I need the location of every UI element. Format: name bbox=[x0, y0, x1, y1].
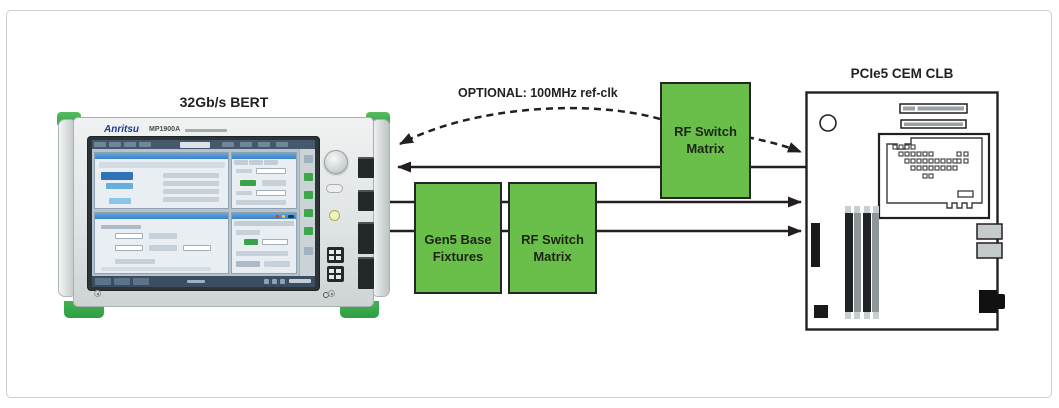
usb-port-2 bbox=[327, 266, 344, 282]
side-io-module bbox=[358, 190, 374, 211]
screen-panel-bottom-right bbox=[231, 212, 297, 274]
refclk-label: OPTIONAL: 100MHz ref-clk bbox=[458, 86, 618, 100]
screen-toolbar bbox=[92, 140, 315, 149]
io-ports-gray bbox=[976, 223, 1003, 259]
refclk-dashed-arrow-to-bert bbox=[399, 106, 661, 146]
model-subtitle-bar bbox=[185, 129, 227, 132]
brand-logo: Anritsu bbox=[104, 124, 139, 135]
pcie-board-drawing bbox=[805, 91, 1005, 331]
dimm-slot-group bbox=[845, 206, 879, 319]
screen-panel-bottom-left bbox=[94, 212, 229, 274]
mounting-hole bbox=[819, 114, 837, 132]
chip-component bbox=[814, 305, 828, 318]
header-component bbox=[811, 223, 820, 267]
gen5-base-fixtures-label-1: Gen5 Base bbox=[424, 232, 492, 247]
screw bbox=[94, 290, 101, 297]
screw bbox=[328, 290, 335, 297]
refclk-dashed-arrow-to-board bbox=[746, 135, 802, 154]
gen5-base-fixtures-box: Gen5 Base Fixtures bbox=[414, 182, 502, 294]
model-label: MP1900A bbox=[149, 126, 181, 133]
rf-switch-matrix-top-label-1: RF Switch bbox=[674, 123, 737, 139]
screen-panel-top-left bbox=[94, 152, 229, 209]
bert-device: Anritsu MP1900A bbox=[57, 111, 391, 319]
socket-component bbox=[877, 132, 991, 220]
pcie-board bbox=[805, 91, 1010, 333]
rotary-knob bbox=[324, 150, 348, 174]
rf-switch-matrix-bottom-box: RF Switch Matrix bbox=[508, 182, 597, 294]
screen-panel-top-right bbox=[231, 152, 297, 209]
rf-switch-matrix-top-label-2: Matrix bbox=[686, 140, 725, 156]
side-io-module bbox=[358, 222, 374, 254]
bert-title: 32Gb/s BERT bbox=[179, 94, 269, 110]
pcie-slot-2 bbox=[900, 119, 967, 129]
screen-taskbar bbox=[92, 276, 315, 287]
side-io-module bbox=[358, 257, 374, 289]
board-title: PCIe5 CEM CLB bbox=[850, 66, 954, 81]
power-button bbox=[329, 210, 340, 221]
screen-icon-column bbox=[299, 149, 315, 276]
rf-switch-matrix-bottom-label-1: RF Switch bbox=[521, 232, 584, 247]
pcie-slot-1 bbox=[899, 103, 968, 114]
rf-switch-matrix-bottom-label-2: Matrix bbox=[533, 248, 572, 264]
usb-port-1 bbox=[327, 247, 344, 263]
gen5-base-fixtures-label-2: Fixtures bbox=[432, 248, 484, 264]
oval-button bbox=[326, 184, 343, 193]
bert-screen bbox=[92, 140, 315, 287]
io-port-black bbox=[979, 290, 1005, 313]
side-io-module bbox=[358, 157, 374, 178]
rf-switch-matrix-top-box: RF Switch Matrix bbox=[660, 82, 751, 199]
